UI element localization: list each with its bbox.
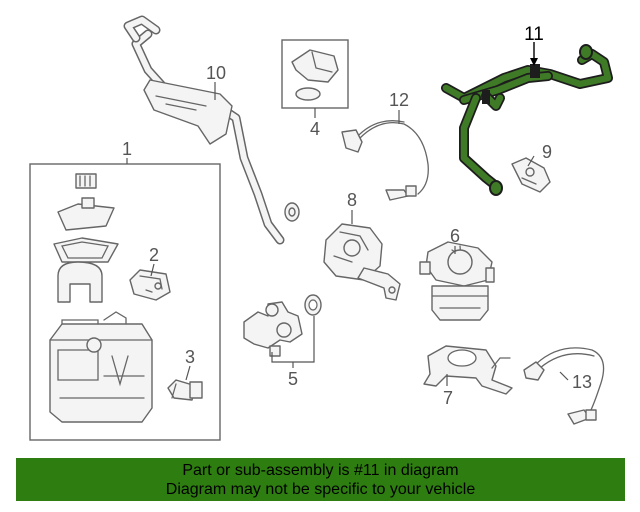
banner-line-2: Diagram may not be specific to your vehi…: [165, 481, 476, 498]
banner-line-1: Part or sub-assembly is #11 in diagram: [182, 462, 459, 479]
part-3-sensor: [167, 379, 203, 401]
part-13-sensor-harness: [523, 347, 605, 425]
callout-6: 6: [450, 226, 460, 246]
part-8-pump: [323, 223, 401, 301]
part-5-purge-valve: [243, 294, 322, 357]
parts-diagram: 1 2 3 4 5 6 7 8 9 10 11 12 13: [29, 15, 613, 441]
callout-1: 1: [122, 139, 132, 159]
callout-10: 10: [206, 63, 226, 83]
callout-9: 9: [542, 142, 552, 162]
part-11-hose-assembly: [441, 44, 613, 196]
callout-3: 3: [185, 347, 195, 367]
callout-7: 7: [443, 388, 453, 408]
callout-13: 13: [572, 372, 592, 392]
callout-leaders: [126, 42, 569, 386]
part-2-bracket: [129, 269, 171, 301]
part-1-canister-assembly: [29, 163, 221, 441]
part-12-sensor-harness: [341, 120, 429, 201]
callout-4: 4: [310, 119, 320, 139]
part-10-vent-pipe: [123, 15, 300, 245]
part-7-bracket: [423, 345, 513, 395]
callout-12: 12: [389, 90, 409, 110]
part-6-vent-module: [419, 241, 495, 321]
part-9-bracket: [511, 157, 551, 193]
callout-numbers: 1 2 3 4 5 6 7 8 9 10 11 12 13: [122, 24, 592, 408]
callout-5: 5: [288, 369, 298, 389]
part-4-module: [281, 39, 349, 109]
part-notice-banner: Part or sub-assembly is #11 in diagram D…: [16, 458, 625, 501]
callout-2: 2: [149, 245, 159, 265]
callout-11: 11: [524, 24, 544, 45]
callout-8: 8: [347, 190, 357, 210]
